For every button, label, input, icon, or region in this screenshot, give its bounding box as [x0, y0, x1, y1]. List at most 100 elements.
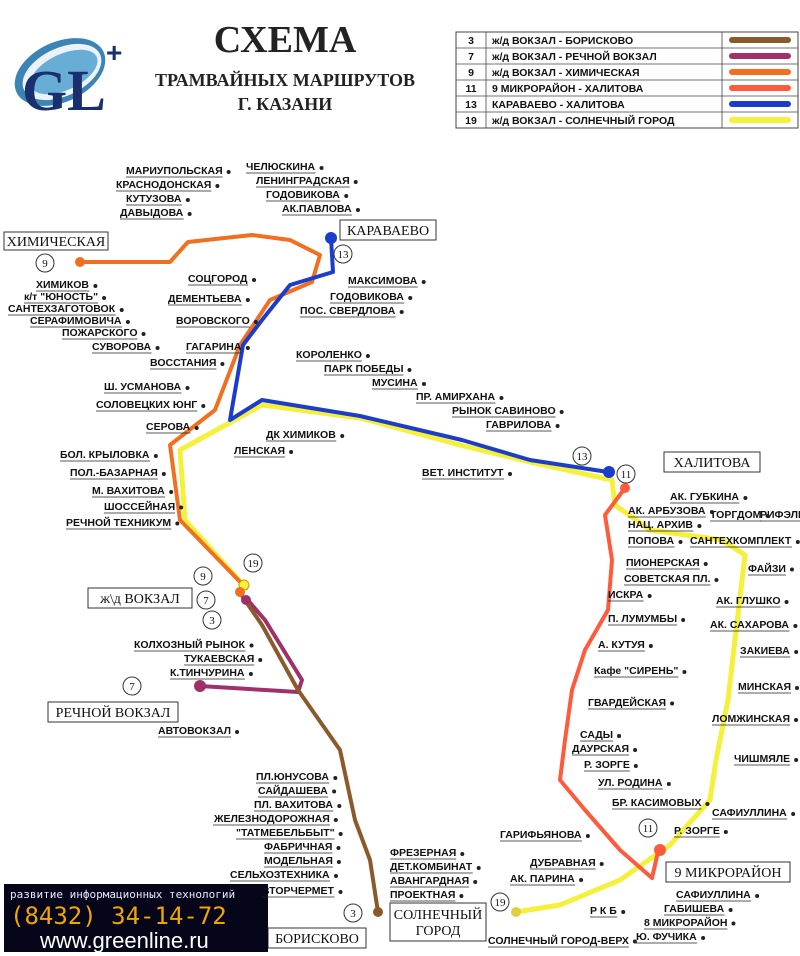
stop-popova: ПОПОВА: [628, 535, 674, 547]
stop-chishmyale: ЧИШМЯЛЕ: [734, 753, 790, 765]
stop-avangard: АВАНГАРДНАЯ: [390, 875, 469, 887]
stop-dot: [795, 686, 799, 690]
stop-gavrilova: ГАВРИЛОВА: [486, 419, 552, 431]
stop-yunusova: ПЛ.ЮНУСОВА: [256, 771, 329, 783]
stop-dot: [399, 310, 404, 314]
stop-proektnaya: ПРОЕКТНАЯ: [390, 889, 455, 901]
stop-dot: [633, 748, 638, 752]
stop-vosstaniya: ВОССТАНИЯ: [150, 357, 216, 369]
route-num-9-khim: 9: [42, 258, 48, 270]
stop-mikro8: 8 МИКРОРАЙОН: [644, 916, 727, 929]
title-line2: ТРАМВАЙНЫХ МАРШРУТОВ: [155, 69, 415, 90]
stop-zorge1: Р. ЗОРГЕ: [584, 759, 630, 771]
stop-dot: [93, 284, 98, 288]
stop-dot: [703, 562, 708, 566]
stop-zorge2: Р. ЗОРГЕ: [674, 825, 720, 837]
route-num-19-sol: 19: [495, 897, 507, 909]
legend-route-number: 13: [465, 99, 477, 111]
stop-dot: [226, 170, 231, 174]
stop-dot: [784, 600, 789, 604]
stop-chelyuskina: ЧЕЛЮСКИНА: [246, 161, 316, 173]
legend-route-number: 11: [465, 83, 476, 95]
stop-dot: [338, 890, 343, 894]
stop-dot: [459, 894, 464, 898]
stop-dot: [365, 354, 370, 358]
stop-faizi: ФАЙЗИ: [748, 562, 786, 575]
ad-tagline: развитие информационных технологий: [10, 888, 235, 901]
stop-gubkina: АК. ГУБКИНА: [670, 491, 739, 503]
stop-dot: [648, 644, 653, 648]
ad-block: развитие информационных технологий (8432…: [4, 884, 268, 953]
legend-route-name: 9 МИКРОРАЙОН - ХАЛИТОВА: [492, 82, 644, 95]
ad-url[interactable]: www.greenline.ru: [39, 928, 209, 953]
logo-plus: +: [106, 37, 122, 68]
stop-dot: [344, 194, 349, 198]
legend-route-number: 7: [468, 51, 474, 63]
stop-dot: [460, 852, 465, 856]
route-num-11-mikro: 11: [643, 823, 654, 835]
terminal-mikro9: 9 МИКРОРАЙОН: [675, 864, 782, 881]
stop-maksimova: МАКСИМОВА: [348, 275, 418, 287]
stop-dot: [794, 718, 799, 722]
stop-solovetskikh: СОЛОВЕЦКИХ ЮНГ: [96, 399, 197, 411]
stop-sady: САДЫ: [580, 729, 613, 741]
route-9-line: [78, 233, 322, 590]
stop-dot: [332, 789, 337, 794]
logo: GL +: [14, 37, 122, 123]
stop-pionerskaya: ПИОНЕРСКАЯ: [626, 557, 700, 569]
stop-fuchika: Ю. ФУЧИКА: [636, 931, 697, 943]
stop-zheleznodor: ЖЕЛЕЗНОДОРОЖНАЯ: [213, 813, 330, 825]
stop-korolenko: КОРОЛЕНКО: [296, 349, 362, 361]
stop-dot: [407, 368, 412, 372]
stop-safiullina2: САФИУЛЛИНА: [676, 889, 751, 901]
stop-shosseynaya: ШОССЕЙНАЯ: [104, 500, 175, 513]
stop-dot: [473, 880, 478, 884]
stop-dot: [599, 862, 604, 866]
stop-avtovokzal: АВТОВОКЗАЛ: [158, 725, 231, 737]
stop-kolkhoz: КОЛХОЗНЫЙ РЫНОК: [134, 638, 246, 651]
stop-dot: [201, 404, 206, 408]
terminal-karavaevo: КАРАВАЕВО: [347, 224, 429, 239]
stop-parina: АК. ПАРИНА: [510, 873, 575, 885]
title-line3: Г. КАЗАНИ: [238, 94, 333, 114]
stop-dot: [187, 212, 192, 216]
stop-dot: [647, 594, 652, 598]
stop-rynoksav: РЫНОК САВИНОВО: [452, 405, 556, 417]
stop-rkb: Р К Б: [590, 905, 617, 917]
legend-route-number: 19: [465, 115, 477, 127]
stop-dot: [185, 386, 190, 390]
stop-possverdlova: ПОС. СВЕРДЛОВА: [300, 305, 396, 317]
terminal-labels: ХИМИЧЕСКАЯ КАРАВАЕВО ХАЛИТОВА ж\д ВОКЗАЛ…: [3, 219, 791, 949]
stop-musina: МУСИНА: [372, 377, 418, 389]
route-11-line: [558, 486, 660, 880]
ad-phone: (8432) 34-14-72: [10, 902, 227, 930]
stop-arbuzova: АК. АРБУЗОВА: [628, 505, 706, 517]
stop-dot: [555, 424, 560, 428]
stop-mariupol: МАРИУПОЛЬСКАЯ: [126, 165, 223, 177]
stop-dot: [258, 658, 263, 662]
stop-dot: [289, 450, 294, 454]
stop-dkkhim: ДК ХИМИКОВ: [266, 429, 336, 441]
stop-serova: СЕРОВА: [146, 421, 191, 433]
terminal-dots: [75, 232, 666, 917]
stop-dot: [421, 382, 426, 386]
route-13-line: [228, 236, 610, 474]
stop-dot: [705, 802, 710, 806]
stop-tatmebel: "ТАТМЕБЕЛЬБЫТ": [236, 827, 335, 839]
stop-dot: [559, 410, 564, 414]
stop-garifyanova: ГАРИФЬЯНОВА: [500, 829, 582, 841]
stop-vetinst: ВЕТ. ИНСТИТУТ: [422, 467, 504, 479]
stop-dot: [194, 426, 199, 430]
route-num-11-khal: 11: [621, 469, 632, 481]
stop-dot: [755, 894, 760, 898]
stop-dot: [795, 540, 800, 544]
stop-parkpobedy: ПАРК ПОБЕДЫ: [324, 363, 403, 375]
stop-dots: [8, 166, 800, 948]
stop-dot: [682, 670, 687, 674]
stop-usmanova: Ш. УСМАНОВА: [104, 381, 182, 393]
stop-solnechverkh: СОЛНЕЧНЫЙ ГОРОД-ВЕРХ: [488, 934, 629, 947]
